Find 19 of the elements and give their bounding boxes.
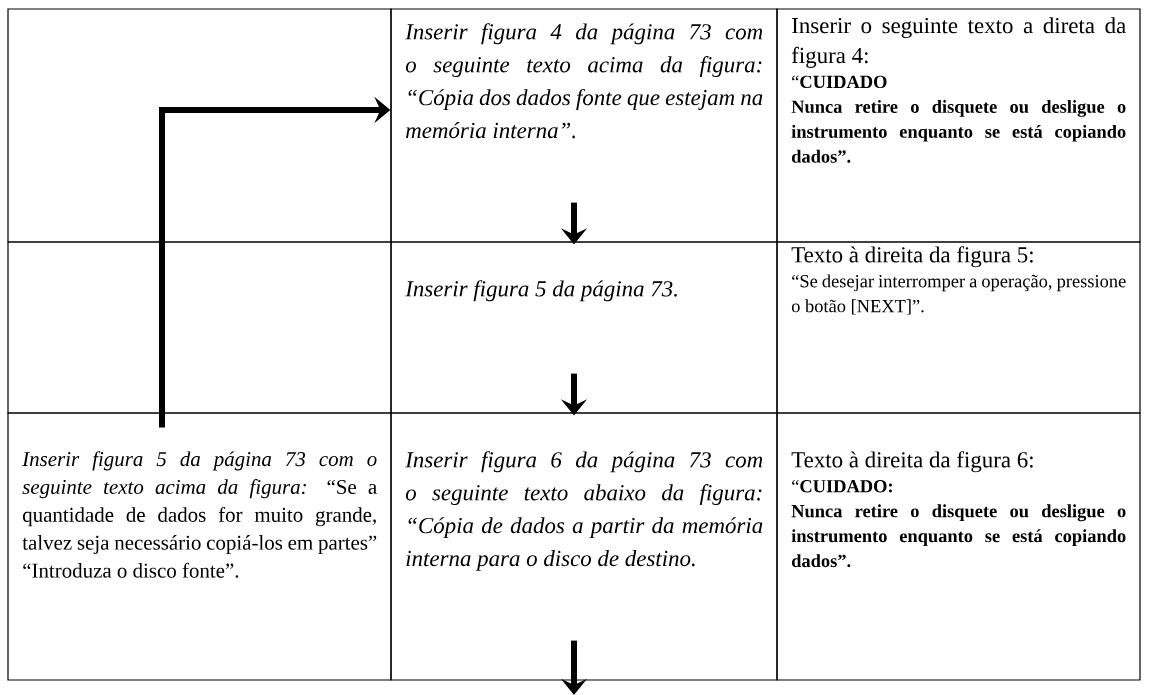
cell-text: Nunca retire o disquete ou desligue o instrumento enquanto se está copiando dados”. (791, 100, 1126, 163)
cell-text: “CUIDADO: (792, 479, 892, 493)
table-cell (776, 8, 1141, 243)
cell-text: Inserir figura 6 da página 73 com o seguinte texto abaixo da figura: “Cópia de dados a partir da memória interna para o disco de destino. (405, 451, 763, 571)
table-cell (390, 412, 778, 681)
cell-text: Inserir figura 4 da página 73 com o seguinte texto acima da figura: “Cópia dos dados fonte que estejam na memória interna”. (405, 23, 763, 139)
table-cell (7, 412, 392, 681)
table-cell (776, 412, 1141, 681)
cell-text: Inserir o seguinte texto a direta da figura 4: (791, 17, 1126, 68)
cell-text: Texto à direita da figura 5: (791, 246, 1033, 268)
cell-text: “CUIDADO (792, 75, 887, 89)
cell-text: Inserir figura 5 da página 73. (405, 280, 677, 302)
cell-text: Texto à direita da figura 6: (791, 451, 1033, 473)
cell-text: Nunca retire o disquete ou desligue o instrumento enquanto se está copiando dados”. (791, 504, 1126, 568)
table-cell (390, 8, 778, 243)
table-cell (776, 241, 1141, 414)
cell-text: “Se desejar interromper a operação, pressione o botão [NEXT]”. (791, 274, 1126, 315)
cell-text: Inserir figura 5 da página 73 com o seguinte texto acima da figura: “Se a quantidade de dados for muito grande, talvez seja necessário copiá-los em partes” “Introduza o disco fonte”. (22, 451, 377, 578)
table-cell (390, 241, 778, 414)
